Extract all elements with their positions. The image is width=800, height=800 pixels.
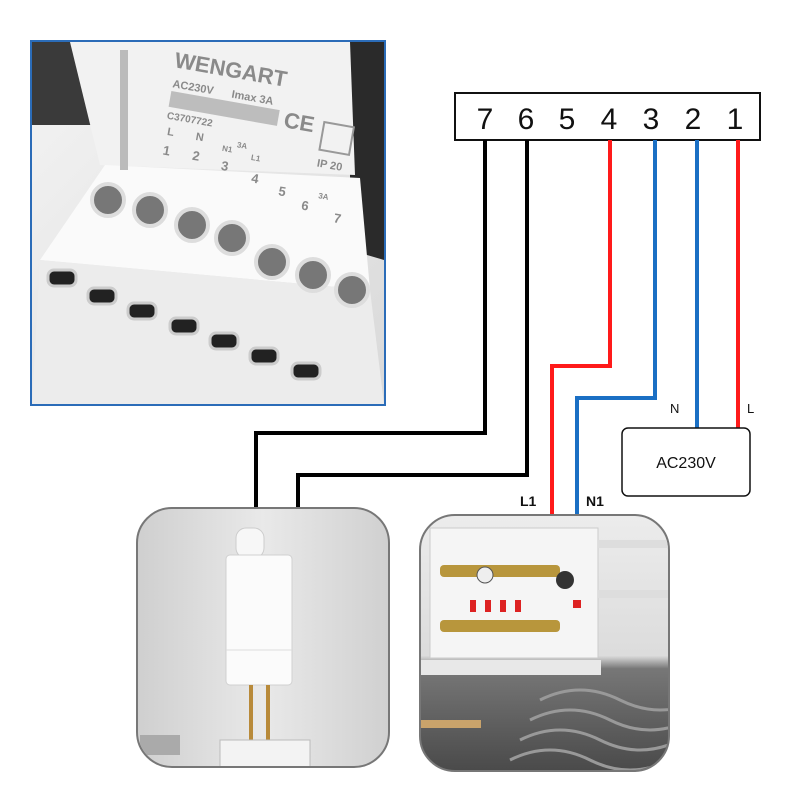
photo-terminal-4: 4 (250, 170, 260, 186)
thermostat-terminal-photo: WENGART AC230V Imax 3A C3707722 CE IP 20… (30, 40, 386, 406)
photo-terminal-2: 2 (191, 148, 201, 164)
n-sub-label: N (195, 131, 205, 144)
n1-sub-label: N1 (221, 144, 233, 155)
l-sub-label: L (166, 126, 175, 139)
ip-square-icon (318, 120, 356, 157)
wire-4-red (550, 140, 612, 518)
l1-sub-label: L1 (250, 153, 261, 164)
ce-mark: CE (282, 107, 316, 137)
photo-terminal-6: 6 (300, 198, 310, 214)
photo-terminal-1: 1 (162, 143, 172, 159)
ip-label: IP 20 (316, 158, 343, 174)
relay-rating-a: 3A (236, 140, 248, 151)
terminal-screws (90, 182, 370, 308)
photo-terminal-3: 3 (220, 158, 230, 174)
wire-6-black (296, 140, 529, 510)
wire-slots (46, 268, 322, 381)
wire-7-black (254, 140, 487, 510)
neutral-label: N (670, 401, 679, 416)
relay-rating-b: 3A (318, 191, 330, 202)
terminal-7: 7 (477, 103, 494, 136)
live-label: L (747, 401, 754, 416)
terminal-1: 1 (727, 103, 744, 136)
terminal-5: 5 (559, 103, 576, 136)
l1-label: L1 (520, 493, 537, 509)
barcode (168, 91, 280, 126)
photo-terminal-7: 7 (333, 210, 343, 226)
wire-3-blue (575, 140, 657, 518)
power-label: AC230V (656, 455, 716, 472)
wires (254, 140, 740, 518)
terminal-4: 4 (601, 103, 618, 136)
n1-label: N1 (586, 493, 604, 509)
photo-terminal-5: 5 (277, 183, 287, 199)
terminal-block: 7 6 5 4 3 2 1 (454, 92, 761, 141)
terminal-3: 3 (643, 103, 660, 136)
floor-heating-manifold-photo (419, 514, 670, 772)
terminal-6: 6 (518, 103, 535, 136)
boiler-photo (136, 507, 390, 768)
terminal-2: 2 (685, 103, 702, 136)
power-supply-box: AC230V N L (621, 401, 754, 497)
